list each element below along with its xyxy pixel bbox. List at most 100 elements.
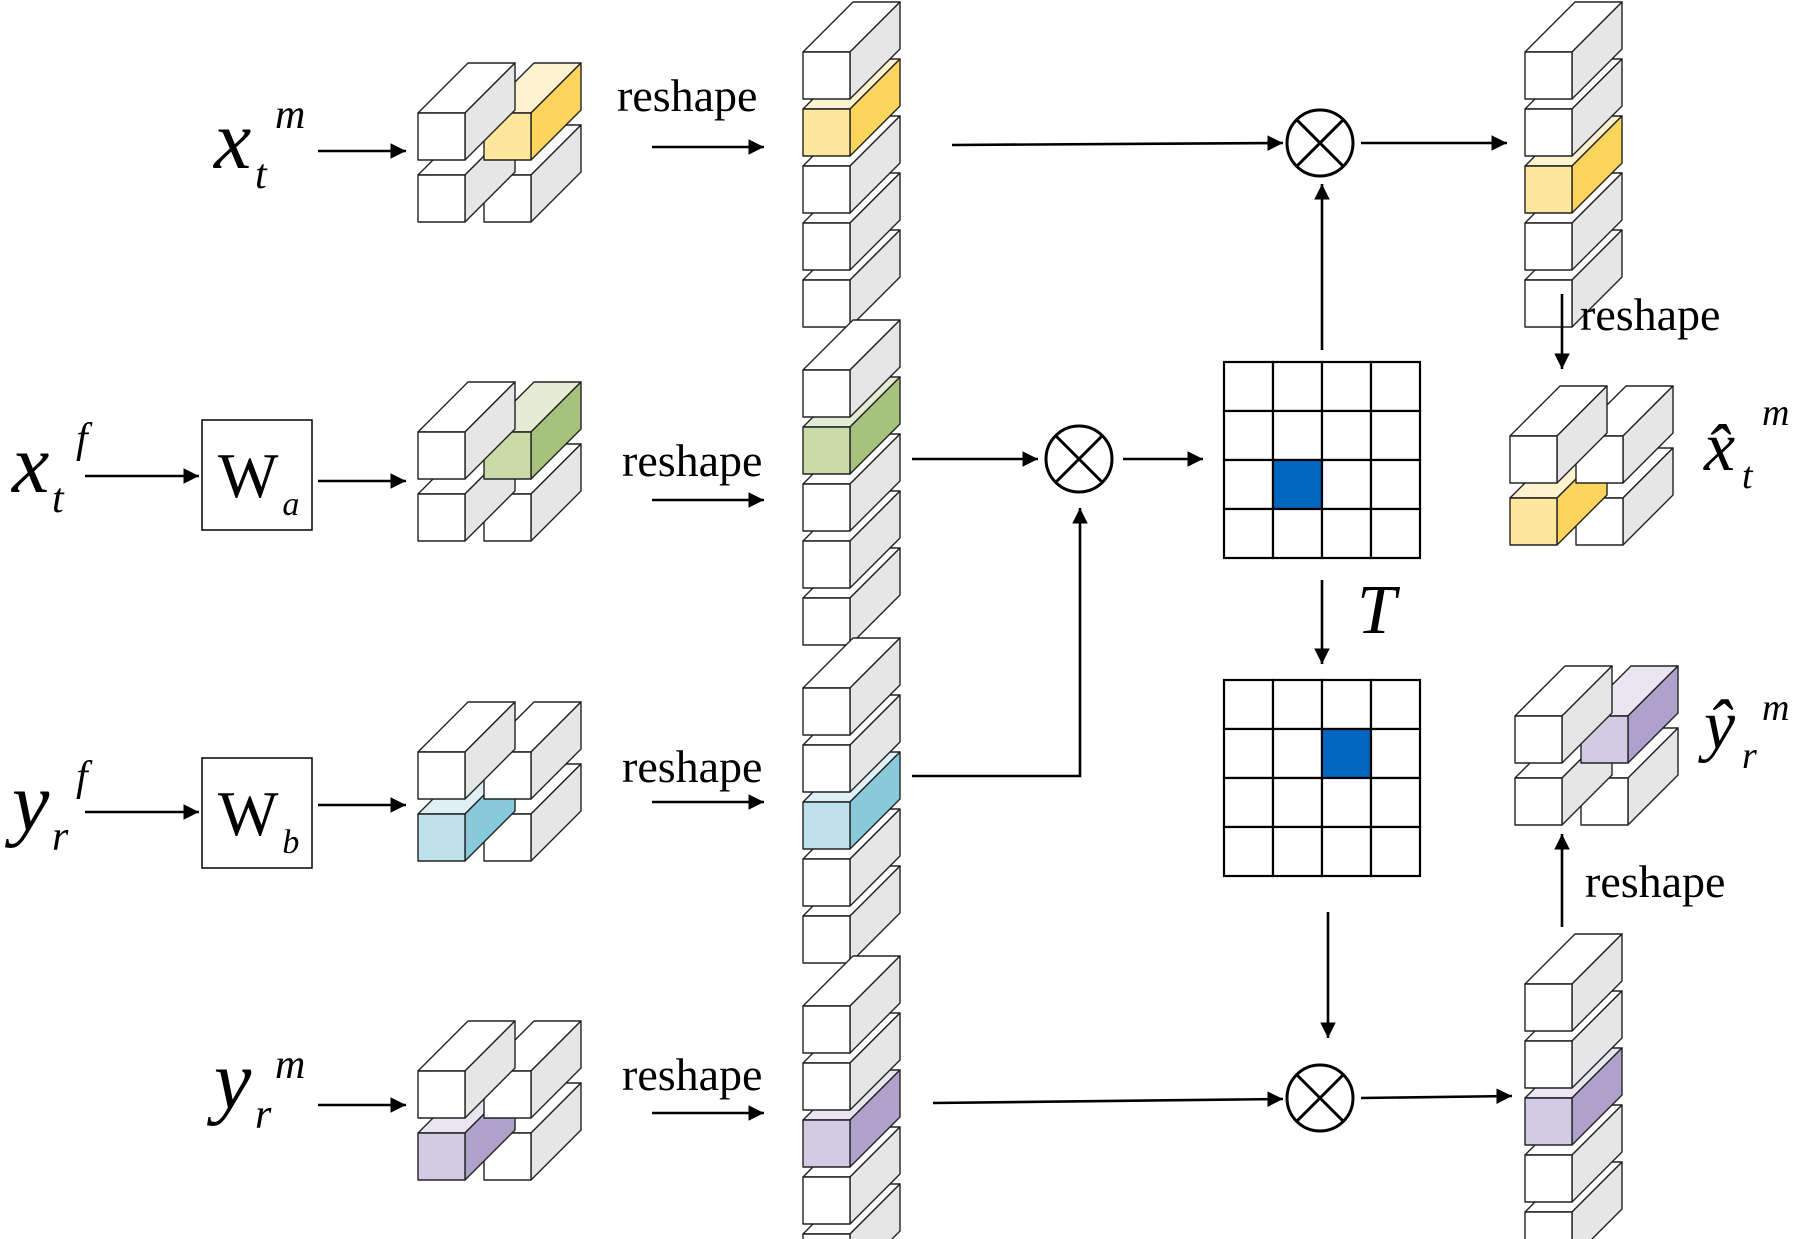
column-yhat-cell-3-front <box>1524 1154 1573 1203</box>
attention-matrix <box>1222 360 1422 560</box>
block-xtf-cube-front <box>417 493 466 542</box>
attention-matrix-transposed-cell <box>1271 727 1324 780</box>
attention-matrix-transposed-cell <box>1369 776 1422 829</box>
reshape-label-4: reshape <box>622 1049 762 1100</box>
column-xtm-cell-3-front <box>802 222 851 271</box>
block-yhat-cube-front <box>1514 715 1563 764</box>
block-xtm <box>417 62 582 223</box>
block-xtf-cube-front <box>417 431 466 480</box>
attention-matrix-transposed-cell <box>1320 678 1373 731</box>
block-yhat-cube-front <box>1514 777 1563 826</box>
block-yrf <box>417 701 582 862</box>
input-label-xtm: x t m <box>212 92 305 198</box>
column-xtf-cell-4-front <box>802 597 851 646</box>
block-yhat <box>1514 665 1679 826</box>
reshape-label-2: reshape <box>622 435 762 486</box>
column-xtm-cell-1-front <box>802 108 851 157</box>
attention-matrix-transposed-cell <box>1222 776 1275 829</box>
block-yrf-cube-front <box>417 813 466 862</box>
reshape-label-3: reshape <box>622 741 762 792</box>
column-yhat-cell-1-front <box>1524 1040 1573 1089</box>
attention-matrix-transposed-cell <box>1271 825 1324 878</box>
attention-matrix-cell <box>1320 409 1373 462</box>
attention-matrices <box>1222 360 1422 878</box>
block-xhat-cube-front <box>1509 435 1558 484</box>
tensor-blocks <box>417 1 1679 1239</box>
multiply-cross-top <box>1295 118 1345 168</box>
attention-matrix-cell <box>1222 507 1275 560</box>
block-yrm-cube-front <box>417 1132 466 1181</box>
reshape-label-6: reshape <box>1585 856 1725 907</box>
input-label-yrm: y r m <box>206 1034 305 1138</box>
column-xhat-cell-4-front <box>1524 279 1573 328</box>
attention-matrix-transposed-cell <box>1222 727 1275 780</box>
block-xtf <box>417 381 582 542</box>
attention-matrix-transposed-cell <box>1222 825 1275 878</box>
column-yrf <box>802 637 901 964</box>
weight-label-a: W a <box>218 440 299 523</box>
column-xtf <box>802 319 901 646</box>
arrow-to-multiply-top <box>951 135 1284 151</box>
column-yhat-cell-0-front <box>1524 983 1573 1032</box>
attention-matrix-cell <box>1271 507 1324 560</box>
column-xhat-cell-1-front <box>1524 108 1573 157</box>
output-label-yhat: ŷ r m <box>1698 687 1789 777</box>
column-xhat-cell-2-front <box>1524 165 1573 214</box>
block-yrm-cube-front <box>417 1070 466 1119</box>
input-label-xtf: x t f <box>10 416 93 522</box>
column-xtf-cell-0-front <box>802 369 851 418</box>
attention-matrix-cell <box>1222 458 1275 511</box>
column-xtm-cell-0-front <box>802 51 851 100</box>
reshape-label-5: reshape <box>1580 289 1720 340</box>
column-yrm-cell-3-front <box>802 1176 851 1225</box>
column-yhat-cell-4-front <box>1524 1211 1573 1239</box>
attention-matrix-transposed-cell <box>1222 678 1275 731</box>
column-xhat-cell-3-front <box>1524 222 1573 271</box>
attention-matrix-transposed-cell <box>1271 678 1324 731</box>
column-yrf-cell-1-front <box>802 744 851 793</box>
arrow-to-multiply-bottom <box>932 1091 1284 1107</box>
block-yrm <box>417 1020 582 1181</box>
column-xhat-cell-0-front <box>1524 51 1573 100</box>
column-yrf-cell-0-front <box>802 687 851 736</box>
weight-box-a <box>201 419 313 531</box>
column-yrf-cell-3-front <box>802 858 851 907</box>
multiply-cross-bottom <box>1295 1073 1345 1123</box>
attention-matrix-cell <box>1222 409 1275 462</box>
column-yhat-cell-2-front <box>1524 1097 1573 1146</box>
column-xhat <box>1524 1 1623 328</box>
attention-matrix-transposed-cell <box>1369 727 1422 780</box>
column-yrm-cell-4-front <box>802 1233 851 1239</box>
attention-matrix-cell <box>1271 409 1324 462</box>
attention-matrix-cell <box>1369 360 1422 413</box>
attention-matrix-cell <box>1271 360 1324 413</box>
attention-matrix-transposed-cell <box>1320 825 1373 878</box>
attention-matrix-cell <box>1320 507 1373 560</box>
block-xtm-cube-front <box>417 112 466 161</box>
attention-matrix-cell <box>1369 409 1422 462</box>
attention-matrix-transposed-cell <box>1369 678 1422 731</box>
attention-matrix-cell <box>1222 360 1275 413</box>
column-xtm-cell-4-front <box>802 279 851 328</box>
block-xtm-cube-front <box>417 174 466 223</box>
column-yrm-cell-1-front <box>802 1062 851 1111</box>
block-xhat-cube-front <box>1509 497 1558 546</box>
attention-matrix-transposed-cell <box>1369 825 1422 878</box>
arrow-multiply-bottom-out <box>1360 1088 1513 1105</box>
attention-matrix-cell <box>1369 507 1422 560</box>
transpose-label: T <box>1357 572 1401 649</box>
arrow-to-multiply-middle-from-below <box>912 508 1088 778</box>
attention-matrix-cell <box>1369 458 1422 511</box>
attention-matrix-transposed-cell <box>1320 727 1373 780</box>
attention-matrix-cell <box>1271 458 1324 511</box>
multiply-cross-middle <box>1054 434 1104 484</box>
attention-matrix-transposed-cell <box>1320 776 1373 829</box>
arrows <box>85 135 1570 1121</box>
output-label-xhat: x̂ t m <box>1703 392 1789 497</box>
column-xtm <box>802 1 901 328</box>
column-yrm-cell-0-front <box>802 1005 851 1054</box>
attention-matrix-cell <box>1320 360 1373 413</box>
column-xtm-cell-2-front <box>802 165 851 214</box>
column-yrm-cell-2-front <box>802 1119 851 1168</box>
